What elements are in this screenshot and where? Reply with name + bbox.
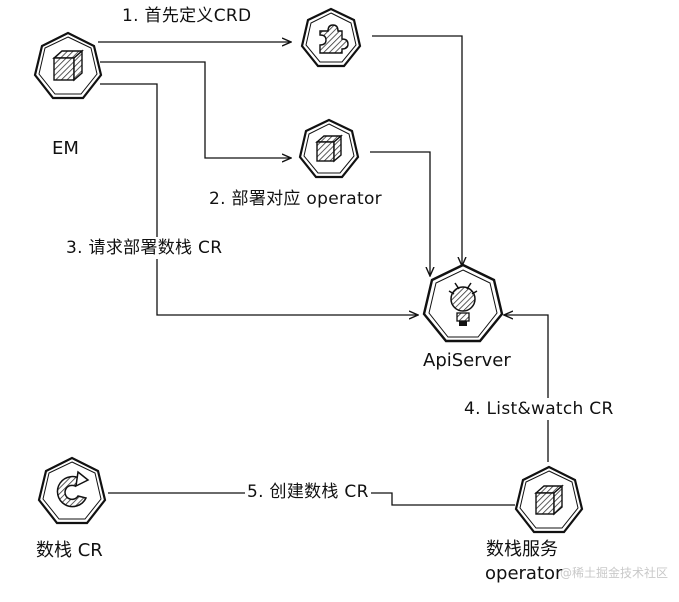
apiserver-label: ApiServer bbox=[423, 350, 511, 371]
puzzle-icon bbox=[319, 24, 349, 54]
edge-step3 bbox=[100, 83, 417, 315]
cube-icon bbox=[534, 484, 564, 516]
edge-step4 bbox=[505, 315, 549, 462]
edge-operator-apiserver bbox=[370, 151, 430, 275]
refresh-icon bbox=[56, 470, 90, 508]
watermark: @稀土掘金技术社区 bbox=[560, 566, 669, 580]
edge-label-step5: 5. 创建数栈 CR bbox=[245, 481, 371, 503]
stack-cr-label: 数栈 CR bbox=[36, 540, 103, 561]
em-node bbox=[33, 31, 103, 100]
stack-operator-label-2: operator bbox=[485, 563, 563, 584]
apiserver-node bbox=[422, 263, 504, 343]
stack-operator-node bbox=[514, 465, 584, 534]
operator-node bbox=[298, 118, 360, 179]
stack-operator-label-1: 数栈服务 bbox=[486, 539, 558, 560]
api-icon bbox=[448, 282, 478, 326]
edge-label-step2: 2. 部署对应 operator bbox=[207, 188, 384, 210]
stack-cr-node bbox=[37, 456, 107, 525]
edge-crd-apiserver bbox=[372, 35, 462, 265]
edge-step2 bbox=[100, 61, 290, 158]
edge-label-step1: 1. 首先定义CRD bbox=[120, 5, 254, 27]
edge-label-step3: 3. 请求部署数栈 CR bbox=[64, 237, 225, 259]
edge-label-step4: 4. List&watch CR bbox=[462, 398, 616, 420]
cube-icon bbox=[315, 134, 343, 163]
cube-icon bbox=[52, 49, 84, 82]
em-label: EM bbox=[52, 138, 79, 159]
crd-node bbox=[300, 7, 362, 68]
